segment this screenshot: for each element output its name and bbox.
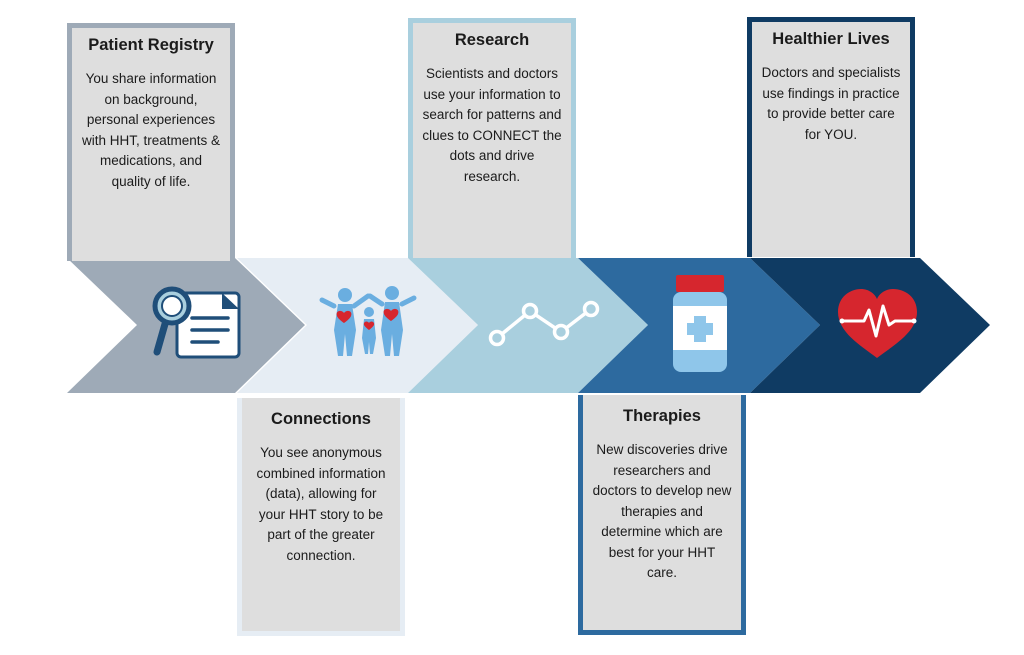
connected-dots-icon bbox=[488, 300, 600, 347]
step-card-patient-registry: Patient Registry You share information o… bbox=[67, 23, 235, 261]
step-description: Doctors and specialists use findings in … bbox=[761, 65, 901, 142]
step-card-research: Research Scientists and doctors use your… bbox=[408, 18, 576, 258]
family-hearts-icon bbox=[319, 286, 417, 356]
step-title: Therapies bbox=[623, 407, 701, 425]
chevron-segment-connections bbox=[237, 258, 478, 393]
step-description: New discoveries drive researchers and do… bbox=[592, 442, 732, 580]
step-card-therapies: Therapies New discoveries drive research… bbox=[578, 395, 746, 635]
step-title: Connections bbox=[271, 410, 371, 428]
document-search-icon bbox=[152, 286, 241, 359]
step-title: Healthier Lives bbox=[772, 30, 890, 48]
medicine-bottle-icon bbox=[673, 275, 727, 372]
step-title: Research bbox=[454, 31, 530, 49]
step-card-connections: Connections You see anonymous combined i… bbox=[237, 398, 405, 636]
step-description: You see anonymous combined information (… bbox=[256, 445, 386, 563]
step-description: Scientists and doctors use your informat… bbox=[422, 66, 562, 184]
chevron-segment-research bbox=[408, 258, 648, 393]
step-title: Patient Registry bbox=[88, 36, 214, 54]
step-description: You share information on background, per… bbox=[81, 71, 221, 189]
heartbeat-heart-icon bbox=[838, 289, 917, 358]
step-card-healthier-lives: Healthier Lives Doctors and specialists … bbox=[747, 17, 915, 257]
